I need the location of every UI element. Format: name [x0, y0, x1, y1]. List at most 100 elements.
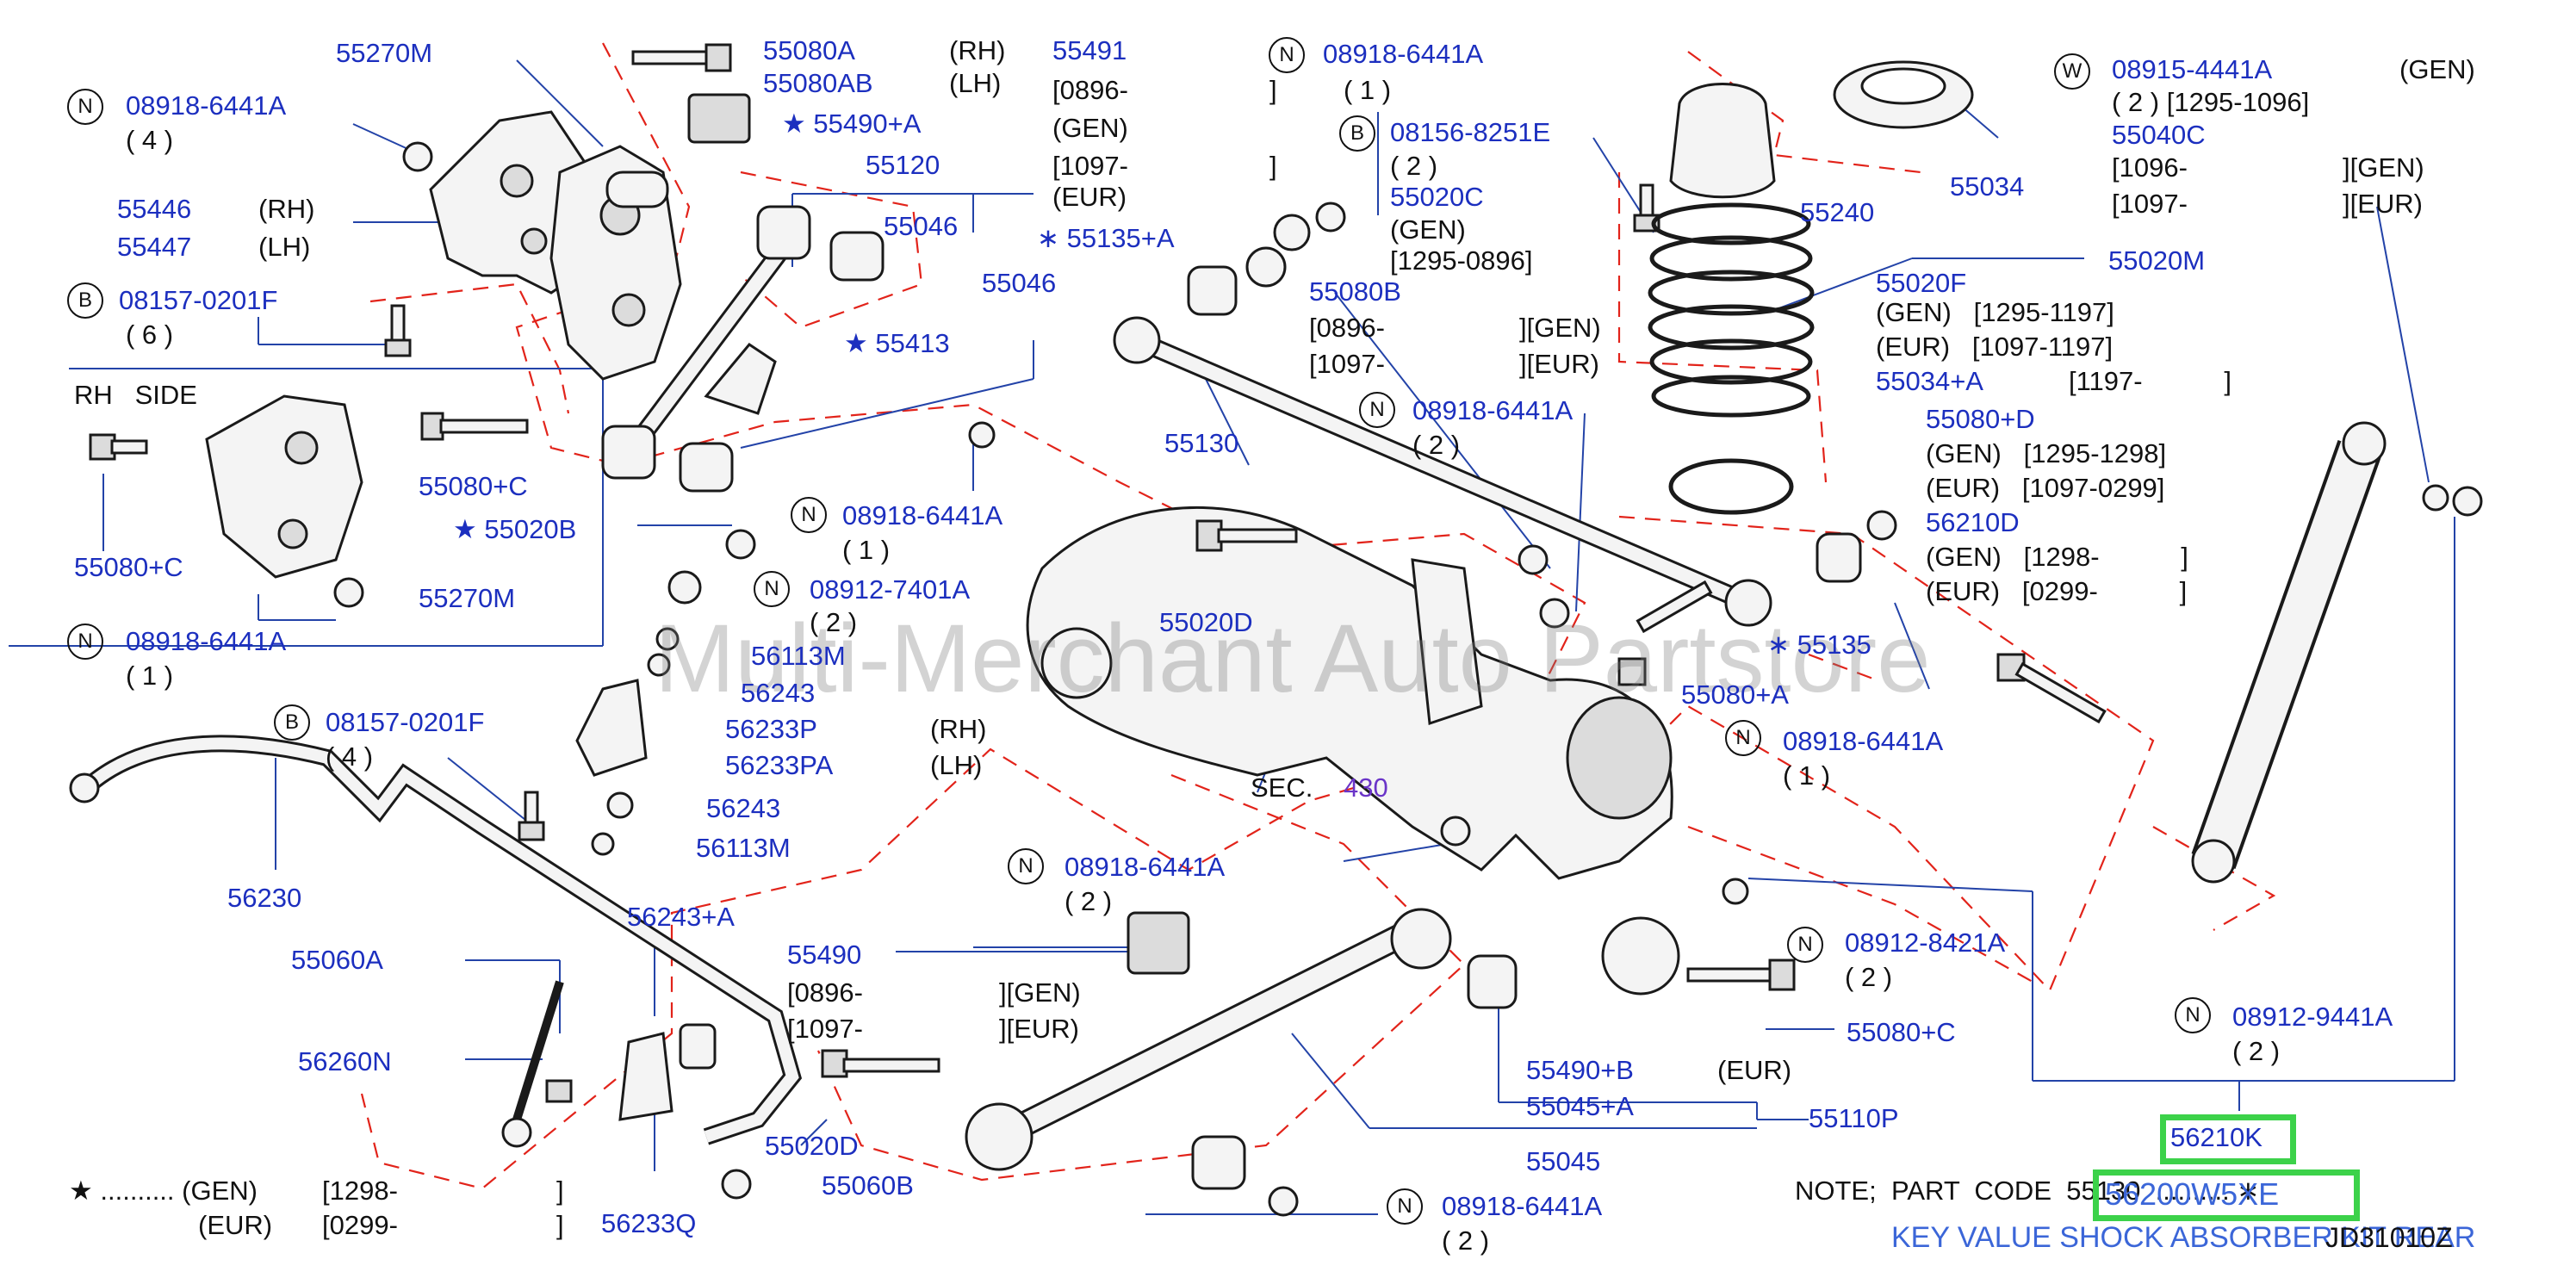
- upper-link-55120: [601, 205, 811, 480]
- label-eur-0299: (EUR) [0299- ]: [1926, 576, 2188, 606]
- washer-56210D: [1866, 510, 1897, 541]
- label-qty-2-f: ( 2 ): [1412, 430, 1461, 460]
- nut-08918-c: [968, 421, 996, 449]
- label-55413: ★ 55413: [844, 328, 950, 358]
- label-qty-4-b: ( 4 ): [326, 741, 374, 772]
- label-rh-3: (RH): [930, 714, 987, 744]
- label-55020C: 55020C: [1390, 182, 1484, 212]
- label-55120: 55120: [866, 150, 940, 180]
- differential-axle-housing: [1026, 506, 1673, 880]
- label-qty-2-d: ( 2 ): [1065, 886, 1113, 916]
- circle-n-7: N: [1359, 392, 1395, 428]
- watermark: Multi-Merchant Auto Partstore: [655, 605, 1931, 712]
- label-gen-1295-1197: (GEN) [1295-1197]: [1876, 297, 2114, 327]
- label-star-gen: ★ .......... (GEN): [69, 1176, 258, 1206]
- label-55040C: 55040C: [2112, 120, 2206, 150]
- label-56113M-b: 56113M: [696, 833, 791, 863]
- washer-55020C-a: [1245, 246, 1287, 288]
- nut-08918-h: [1268, 1186, 1299, 1217]
- label-55080C-c: 55080+C: [1847, 1017, 1956, 1047]
- nut-55060B: [721, 1169, 752, 1200]
- label-55080A-right: 55080+A: [1681, 679, 1789, 710]
- label-56200W5XE[interactable]: 56200W5XE: [2105, 1176, 2280, 1212]
- label-55080D: 55080+D: [1926, 404, 2035, 434]
- label-55490A: ★ 55490+A: [782, 109, 922, 139]
- label-qty-4-a: ( 4 ): [126, 125, 174, 155]
- label-55020D-a: 55020D: [765, 1131, 859, 1161]
- label-lh-2: (LH): [258, 232, 311, 262]
- label-55060B: 55060B: [822, 1170, 914, 1200]
- bushing-55045A: [1467, 954, 1518, 1009]
- label-gen-3: (GEN): [1390, 214, 1466, 245]
- label-n-08912-8421A: 08912-8421A: [1845, 927, 2006, 958]
- label-bracket-c: ]: [1269, 75, 1277, 105]
- label-bracket-b: ]: [556, 1210, 564, 1240]
- nut-08912-8421A: [1722, 878, 1749, 905]
- label-55034: 55034: [1950, 171, 2025, 202]
- label-1097-4: [1097-: [2112, 189, 2188, 219]
- label-eur-4: ][EUR): [2343, 189, 2423, 219]
- label-sec-430[interactable]: 430: [1344, 772, 1388, 803]
- label-55135: ∗ 55135: [1767, 630, 1871, 660]
- label-n-08912-7401A: 08912-7401A: [810, 574, 971, 605]
- label-b-08156-8251E: 08156-8251E: [1390, 117, 1551, 147]
- label-qty-2-h: ( 2 ): [2232, 1036, 2281, 1066]
- label-55020F: 55020F: [1876, 268, 1967, 298]
- label-bracket-a: ]: [556, 1176, 564, 1206]
- washer-56113M-b: [591, 832, 615, 856]
- label-56210K[interactable]: 56210K: [2170, 1122, 2263, 1152]
- label-lh-1: (LH): [949, 68, 1002, 98]
- label-55447: 55447: [117, 232, 192, 262]
- label-qty-1-g: ( 1 ): [1783, 760, 1831, 791]
- label-55490: 55490: [787, 940, 862, 970]
- bushing-55046-b: [679, 442, 734, 493]
- label-1197: [1197- ]: [2069, 366, 2231, 396]
- label-qty-1-b: ( 1 ): [126, 661, 174, 691]
- circle-n-8: N: [1725, 720, 1761, 756]
- bolt-55080C-long: [420, 412, 529, 441]
- label-56243-a: 56243: [741, 678, 816, 708]
- label-qty-2-e: ( 2 ): [1390, 151, 1438, 181]
- leader-lines: [9, 59, 2455, 1215]
- link-56260N: [501, 980, 573, 1148]
- seat-55034A: [1668, 458, 1794, 515]
- label-55080AB: 55080AB: [763, 68, 873, 98]
- bolt-55020D-lower: [821, 1049, 940, 1078]
- spring-seat-55034: [1833, 60, 1974, 129]
- bracket-55270M-upper: [549, 145, 682, 381]
- label-55046-a: 55046: [884, 211, 959, 241]
- label-qty-2-g: ( 2 ): [1845, 962, 1893, 992]
- label-n-08918-b: 08918-6441A: [126, 626, 287, 656]
- circle-w-1: W: [2054, 53, 2090, 90]
- circle-n-5: N: [1008, 848, 1044, 884]
- label-eur-3: ][EUR): [1519, 349, 1599, 379]
- nut-08918-a: [402, 141, 433, 172]
- highlight-box-56200W5XE[interactable]: [2093, 1169, 2360, 1221]
- label-n-08918-c: 08918-6441A: [842, 500, 1003, 530]
- circle-n-4: N: [754, 571, 790, 607]
- label-56230: 56230: [227, 883, 302, 913]
- circle-b-2: B: [274, 704, 310, 741]
- bushing-55135A: [1187, 265, 1238, 316]
- label-gen-6: ][GEN): [2343, 152, 2424, 183]
- label-qty-1-e: ( 1 ): [1344, 75, 1392, 105]
- bump-stop-55490A: [687, 93, 751, 144]
- circle-b-1: B: [67, 282, 103, 319]
- label-55080A: 55080A: [763, 35, 855, 65]
- label-bracket-d: ]: [1269, 151, 1277, 181]
- label-eur-1: (EUR): [1052, 182, 1127, 212]
- highlight-box-56210K[interactable]: [2160, 1114, 2296, 1164]
- bracket-55270M-rh-side: [205, 394, 363, 579]
- panhard-rod-55130: [1113, 316, 1772, 627]
- label-56113M-a: 56113M: [751, 641, 846, 671]
- washer-56243-b: [606, 791, 634, 819]
- label-w-08915-4441A: 08915-4441A: [2112, 54, 2273, 84]
- label-55020D-b: 55020D: [1159, 607, 1253, 637]
- label-n-08918-d: 08918-6441A: [1065, 852, 1226, 882]
- label-eur-5: (EUR): [1717, 1055, 1792, 1085]
- label-qty-2-a: ( 2 ): [810, 607, 858, 637]
- label-55240: 55240: [1800, 197, 1875, 227]
- label-55135A: ∗ 55135+A: [1037, 223, 1175, 253]
